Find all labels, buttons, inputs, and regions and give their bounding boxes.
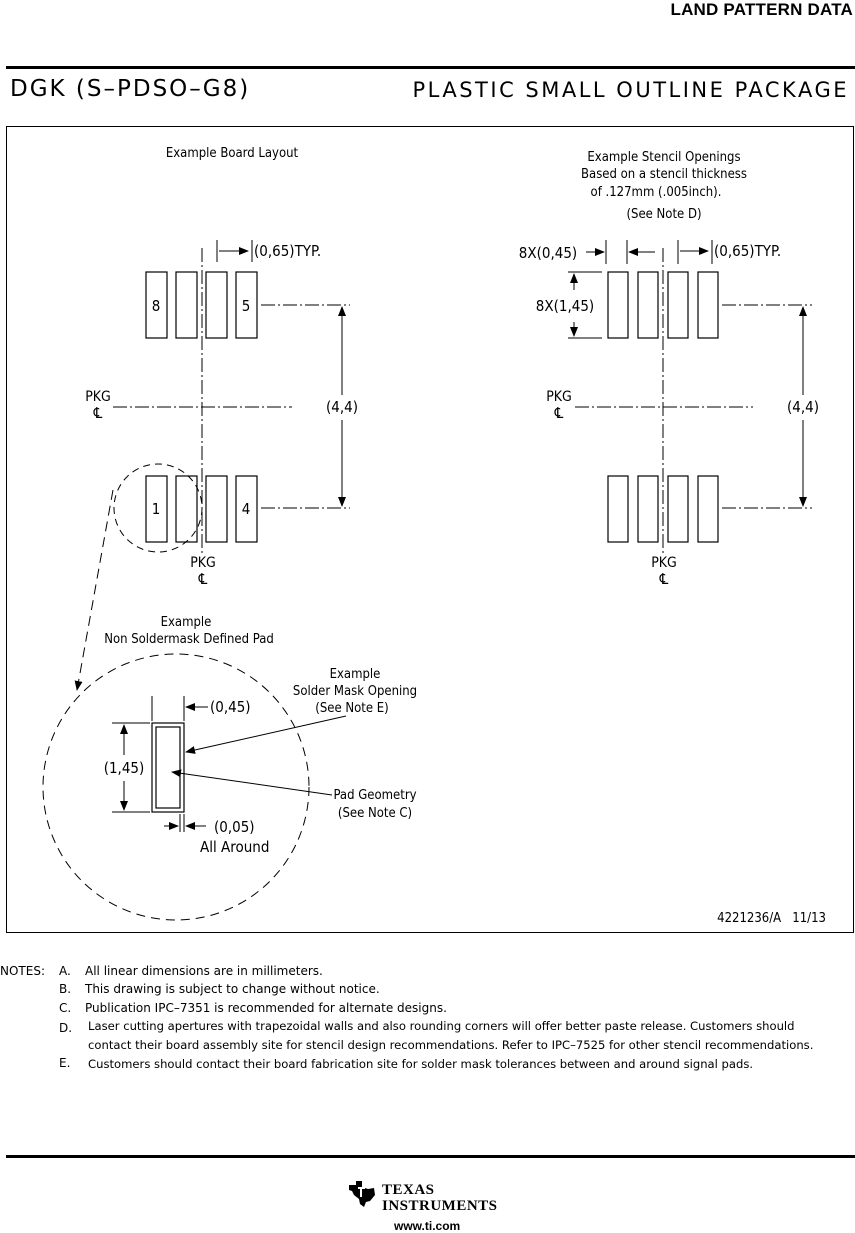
package-code: DGK (S–PDSO–G8) xyxy=(10,76,251,102)
pad-length-label: (1,45) xyxy=(104,759,145,777)
stencil-title-line-1: Example Stencil Openings xyxy=(587,150,740,165)
stencil-pitch-dimension: (0,65)TYP. xyxy=(677,240,781,264)
board-pkg-label-bottom: PKG xyxy=(190,555,216,571)
ti-brand-top: TEXAS xyxy=(382,1182,435,1198)
board-pitch-dimension: (0,65)TYP. xyxy=(216,240,321,262)
board-span-label: (4,4) xyxy=(326,398,358,416)
pad-geometry-rect xyxy=(155,726,181,809)
stencil-span-dimension: (4,4) xyxy=(722,304,819,509)
stencil-length-dimension: 8X(1,45) xyxy=(536,271,602,339)
pad-8 xyxy=(145,271,168,339)
board-centerline-symbol-bottom: ℄ xyxy=(198,570,208,588)
pad-4 xyxy=(235,475,258,543)
mask-label-line-3: (See Note E) xyxy=(315,701,388,716)
note-e-text: Customers should contact their board fab… xyxy=(88,1057,754,1071)
page-header-title: LAND PATTERN DATA xyxy=(670,0,853,19)
clearance-dimension: (0,05) All Around xyxy=(164,814,269,856)
note-e-letter: E. xyxy=(59,1056,71,1070)
pin-label-5: 5 xyxy=(242,297,251,315)
pad-6 xyxy=(205,271,228,339)
mask-leader-line xyxy=(185,715,347,754)
board-centerline-symbol-left: ℄ xyxy=(93,404,103,422)
board-layout-title: Example Board Layout xyxy=(166,146,299,161)
pin-label-4: 4 xyxy=(242,500,251,518)
land-pattern-drawing: Example Board Layout (0,65)TYP. 8 5 1 4 … xyxy=(42,146,826,926)
stencil-title-line-3: of .127mm (.005inch). xyxy=(591,185,722,200)
notes-heading: NOTES: xyxy=(0,964,45,978)
mask-label-line-2: Solder Mask Opening xyxy=(293,684,417,699)
footer-rule xyxy=(6,1155,855,1158)
stencil-width-label: 8X(0,45) xyxy=(519,244,577,262)
solder-mask-opening-rect xyxy=(151,722,185,813)
stencil-note-ref: (See Note D) xyxy=(626,207,701,222)
ti-brand-bottom: INSTRUMENTS xyxy=(382,1198,498,1214)
stencil-pkg-label-bottom: PKG xyxy=(651,555,677,571)
note-a-text: All linear dimensions are in millimeters… xyxy=(85,964,323,978)
drawing-frame xyxy=(6,126,854,933)
package-description: PLASTIC SMALL OUTLINE PACKAGE xyxy=(412,78,849,102)
pad-width-dimension: (0,45) xyxy=(151,696,251,721)
clearance-label: (0,05) xyxy=(214,818,255,836)
pad-length-dimension: (1,45) xyxy=(104,722,150,813)
stencil-top-openings xyxy=(607,271,719,339)
pad-3 xyxy=(205,475,228,543)
pin-label-1: 1 xyxy=(152,500,161,518)
website-link[interactable]: www.ti.com xyxy=(394,1219,461,1233)
pad-1 xyxy=(145,475,168,543)
board-top-pads xyxy=(145,271,258,339)
pad-geometry-label-line-2: (See Note C) xyxy=(338,806,412,821)
pad-geometry-leader-line xyxy=(171,769,333,796)
stencil-width-dimension: 8X(0,45) xyxy=(519,240,655,264)
board-pitch-label: (0,65)TYP. xyxy=(254,242,321,260)
note-d-text-line-1: Laser cutting apertures with trapezoidal… xyxy=(88,1019,795,1033)
mask-label-line-1: Example xyxy=(330,667,381,682)
clearance-sub-label: All Around xyxy=(200,838,269,856)
stencil-pkg-label-left: PKG xyxy=(546,389,572,405)
note-b-text: This drawing is subject to change withou… xyxy=(85,982,380,996)
stencil-centerline-symbol-bottom: ℄ xyxy=(659,570,669,588)
pad-detail-title-line-2: Non Soldermask Defined Pad xyxy=(104,632,274,647)
note-c-letter: C. xyxy=(59,1001,72,1015)
stencil-pitch-label: (0,65)TYP. xyxy=(714,242,781,260)
detail-callout-circle xyxy=(113,463,203,553)
pad-detail-circle xyxy=(42,653,310,921)
header-rule xyxy=(6,66,855,69)
pad-7 xyxy=(175,271,198,339)
note-d-text-line-2: contact their board assembly site for st… xyxy=(88,1038,814,1052)
note-a-letter: A. xyxy=(59,964,71,978)
stencil-title-line-2: Based on a stencil thickness xyxy=(581,167,747,182)
pad-width-label: (0,45) xyxy=(210,698,251,716)
note-d-letter: D. xyxy=(59,1021,73,1035)
pin-label-8: 8 xyxy=(152,297,161,315)
pad-5 xyxy=(235,271,258,339)
stencil-bottom-openings xyxy=(607,475,719,543)
pad-detail-title-line-1: Example xyxy=(161,615,212,630)
stencil-centerline-symbol-left: ℄ xyxy=(554,404,564,422)
board-span-dimension: (4,4) xyxy=(261,304,358,509)
texas-state-icon xyxy=(349,1181,375,1207)
ti-logo: TEXAS INSTRUMENTS xyxy=(346,1179,516,1219)
note-c-text: Publication IPC–7351 is recommended for … xyxy=(85,1001,447,1015)
stencil-length-label: 8X(1,45) xyxy=(536,297,594,315)
pad-2 xyxy=(175,475,198,543)
board-pkg-label-left: PKG xyxy=(85,389,111,405)
detail-leader-line xyxy=(74,489,114,691)
drawing-id: 4221236/A 11/13 xyxy=(717,911,826,926)
note-b-letter: B. xyxy=(59,982,72,996)
pad-geometry-label-line-1: Pad Geometry xyxy=(333,788,416,803)
stencil-span-label: (4,4) xyxy=(787,398,819,416)
